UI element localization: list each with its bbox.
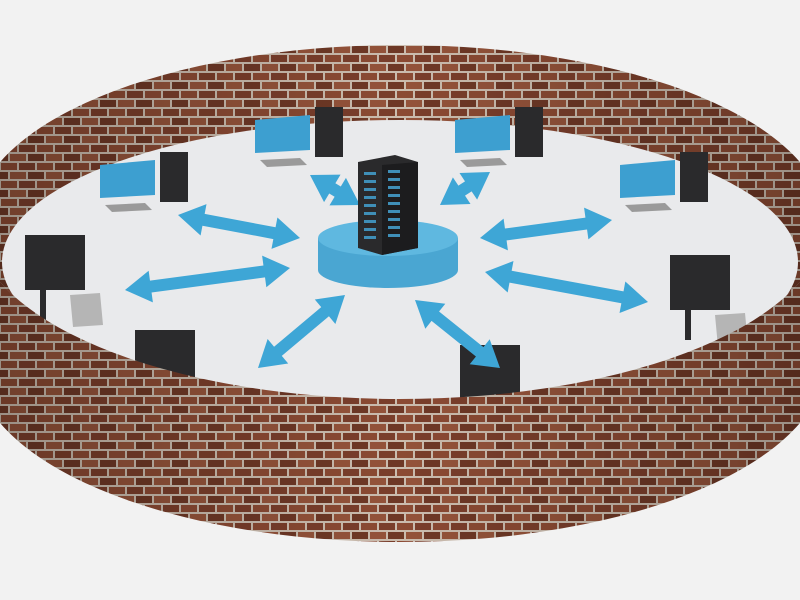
- server-icon: [318, 155, 458, 288]
- double-arrow-icon: [125, 255, 290, 303]
- computer-icon: [455, 107, 543, 167]
- double-arrow-icon: [485, 260, 648, 314]
- computer-icon: [100, 152, 188, 212]
- double-arrow-icon: [440, 172, 490, 205]
- computer-icon: [255, 107, 343, 167]
- double-arrow-icon: [258, 295, 345, 368]
- computer-icon: [620, 152, 708, 212]
- double-arrow-icon: [178, 204, 300, 249]
- double-arrow-icon: [415, 300, 500, 368]
- computer-icon: [25, 235, 103, 327]
- double-arrow-icon: [480, 207, 612, 251]
- double-arrow-icon: [310, 174, 360, 206]
